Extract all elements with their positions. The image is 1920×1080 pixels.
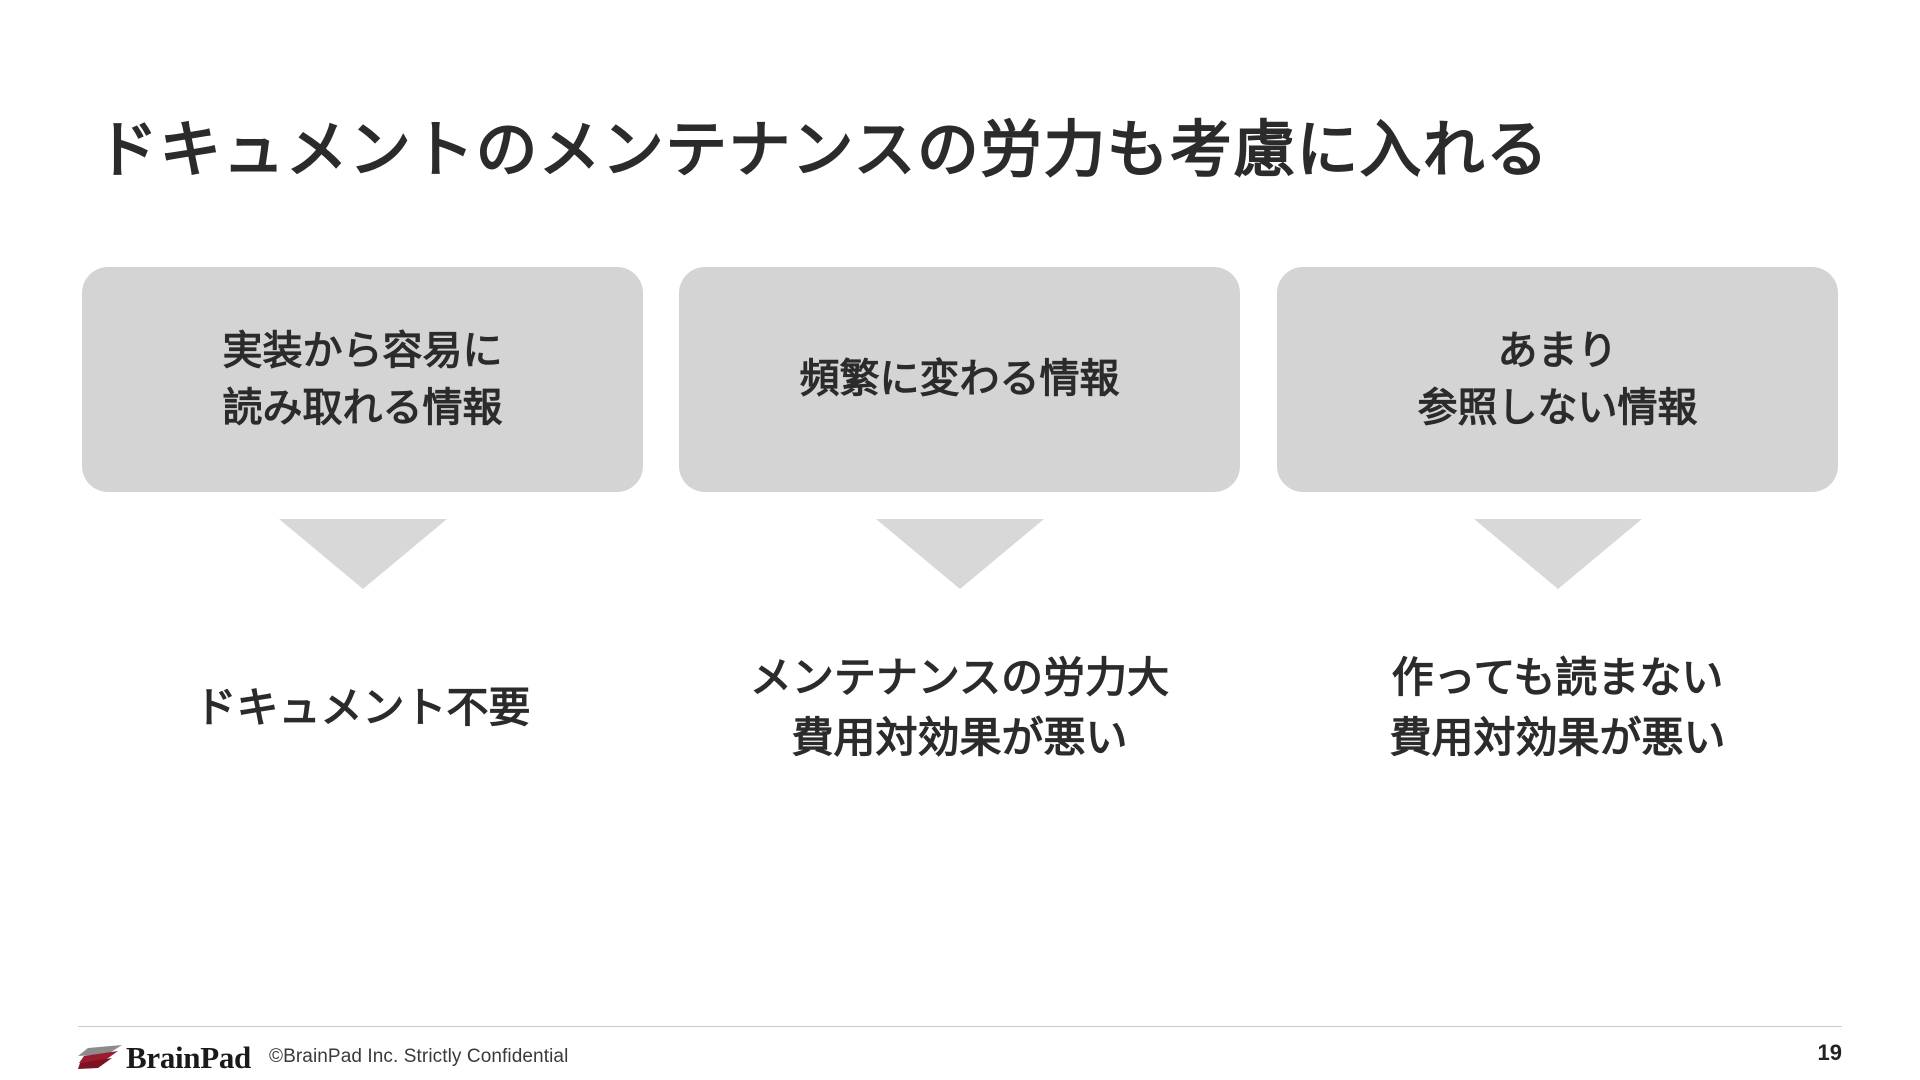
brainpad-logo: BrainPad	[78, 1040, 251, 1074]
card-2-label: 頻繁に変わる情報	[799, 357, 1120, 402]
column-3: あまり 参照しない情報 作っても読まない 費用対効果が悪い	[1277, 267, 1838, 767]
card-3-label: あまり 参照しない情報	[1417, 328, 1698, 430]
arrow-wrap-3	[1277, 492, 1838, 592]
down-arrow-icon	[875, 519, 1044, 589]
footer: BrainPad ©BrainPad Inc. Strictly Confide…	[78, 1038, 1842, 1076]
down-arrow-icon	[1473, 519, 1642, 589]
arrow-wrap-2	[679, 492, 1240, 592]
brainpad-arrow-logo-icon	[78, 1045, 122, 1069]
confidentiality-notice: ©BrainPad Inc. Strictly Confidential	[269, 1046, 569, 1067]
card-2[interactable]: 頻繁に変わる情報	[679, 267, 1240, 492]
card-3[interactable]: あまり 参照しない情報	[1277, 267, 1838, 492]
brainpad-logo-text: BrainPad	[126, 1039, 251, 1075]
card-1[interactable]: 実装から容易に 読み取れる情報	[82, 267, 643, 492]
column-2: 頻繁に変わる情報 メンテナンスの労力大 費用対効果が悪い	[679, 267, 1240, 767]
page-number: 19	[1817, 1040, 1842, 1065]
outcome-1: ドキュメント不要	[194, 684, 531, 731]
column-1: 実装から容易に 読み取れる情報 ドキュメント不要	[82, 267, 643, 738]
footer-divider	[78, 1026, 1842, 1027]
card-1-label: 実装から容易に 読み取れる情報	[222, 328, 503, 430]
page-title: ドキュメントのメンテナンスの労力も考慮に入れる	[96, 115, 1550, 185]
outcome-2: メンテナンスの労力大 費用対効果が悪い	[749, 654, 1170, 761]
outcome-3: 作っても読まない 費用対効果が悪い	[1389, 654, 1726, 761]
down-arrow-icon	[278, 519, 447, 589]
arrow-wrap-1	[82, 492, 643, 592]
